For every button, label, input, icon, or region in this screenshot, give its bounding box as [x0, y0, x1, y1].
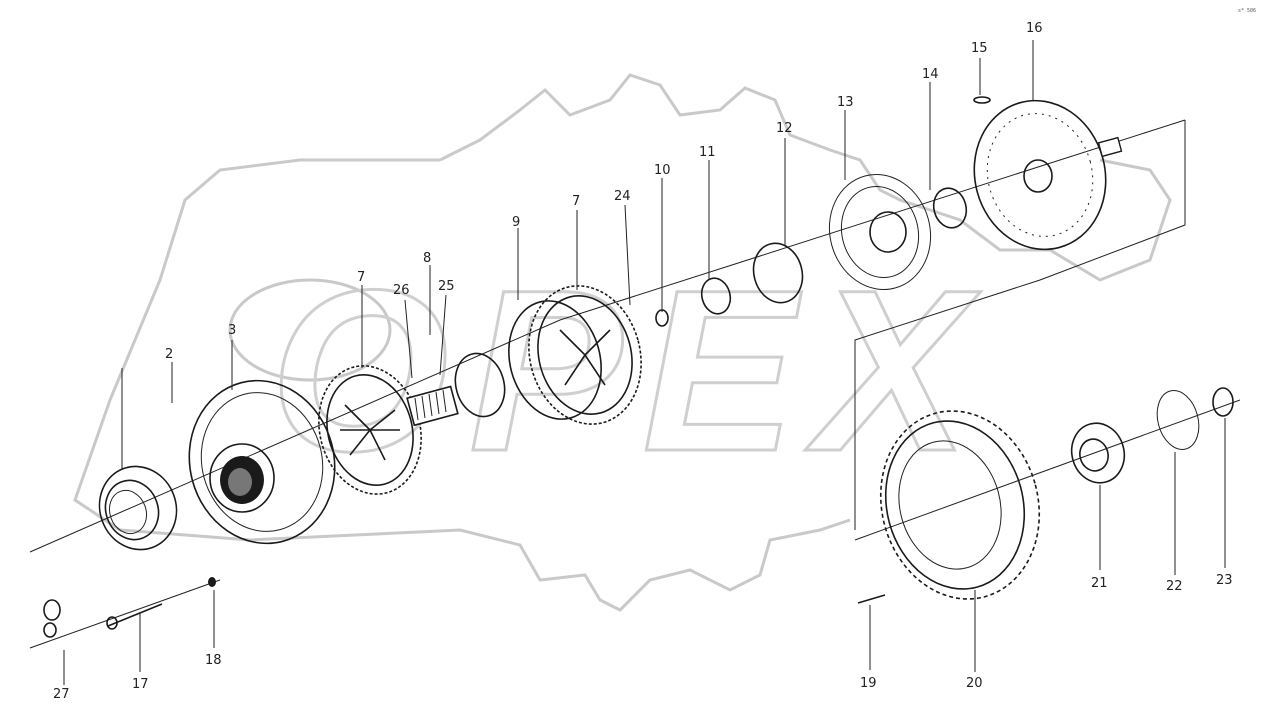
callout-2: 2	[165, 347, 173, 362]
corner-code: s* 506	[1238, 8, 1256, 14]
callout-27: 27	[53, 687, 70, 702]
callout-25: 25	[438, 279, 455, 294]
callout-22: 22	[1166, 579, 1183, 594]
part-bearing-right	[1070, 422, 1126, 484]
part-bearing-left	[98, 465, 178, 551]
callout-11: 11	[699, 145, 716, 160]
callout-20: 20	[966, 676, 983, 691]
callout-16: 16	[1026, 21, 1043, 36]
part-toothed-plate-center	[528, 285, 642, 425]
callout-23: 23	[1216, 573, 1233, 588]
part-ring-14	[932, 187, 968, 229]
callout-3: 3	[228, 323, 236, 338]
part-flange-plate	[454, 300, 602, 420]
callout-13: 13	[837, 95, 854, 110]
part-ring-22	[1156, 390, 1200, 450]
callout-17: 17	[132, 677, 149, 692]
part-shaft	[406, 385, 459, 427]
leader-lines	[63, 40, 1226, 685]
part-housing-disc	[828, 174, 932, 290]
callout-15: 15	[971, 41, 988, 56]
callout-24: 24	[614, 189, 631, 204]
axis-lines	[29, 119, 1241, 649]
callout-labels: 16 15 14 13 12 11 10 7 24 9 8 26 25 7 3 …	[53, 21, 1233, 702]
callout-10: 10	[654, 163, 671, 178]
part-seal-23	[1212, 387, 1234, 417]
callout-12: 12	[776, 121, 793, 136]
callout-9: 9	[512, 215, 520, 230]
callout-7-upper: 7	[572, 194, 580, 209]
part-hub	[188, 379, 336, 545]
callout-21: 21	[1091, 576, 1108, 591]
part-cover	[973, 96, 1123, 251]
watermark-text: OPEX	[270, 242, 989, 499]
watermark-logo: OPEX	[73, 73, 1172, 612]
part-bolts	[43, 577, 886, 638]
callout-7-lower: 7	[357, 270, 365, 285]
callout-26: 26	[393, 283, 410, 298]
callout-14: 14	[922, 67, 939, 82]
housing-frame	[854, 120, 1186, 530]
callout-19: 19	[860, 676, 877, 691]
callout-18: 18	[205, 653, 222, 668]
callout-8: 8	[423, 251, 431, 266]
